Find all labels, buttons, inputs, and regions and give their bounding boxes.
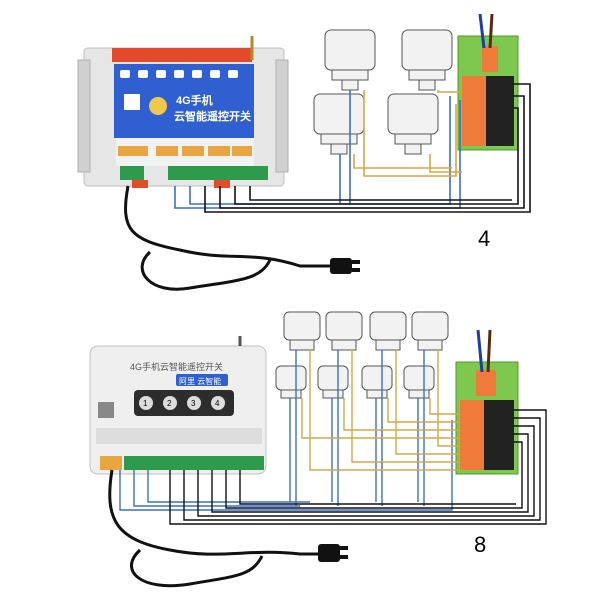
bottom-count-label: 8: [474, 532, 486, 557]
brand-badge-bg: [176, 374, 228, 386]
pressure-switch: [403, 365, 435, 399]
bottom-terminal-block: [455, 329, 519, 475]
pressure-switch: [387, 93, 439, 155]
pressure-switch: [275, 365, 307, 399]
button-3-label: 3: [191, 399, 196, 408]
robot-icon: [149, 97, 167, 115]
bottom-power-plug: [318, 544, 348, 562]
pressure-switch: [283, 311, 321, 351]
top-wires-yellow: [353, 90, 462, 177]
button-1-label: 1: [143, 399, 148, 408]
qr-code: [98, 402, 114, 418]
bottom-wires-black: [169, 409, 547, 525]
bottom-wires-yellow: [301, 350, 460, 471]
device-buttons: 1 2 3 4: [139, 396, 225, 410]
top-terminal-block: [457, 13, 519, 151]
bottom-controller: 4G手机云智能遥控开关 阿里 云智能 1 2 3 4: [89, 336, 267, 475]
top-power-cord: [124, 185, 330, 291]
brand-badge: 阿里 云智能: [179, 376, 221, 386]
top-pressure-switches: [313, 29, 453, 155]
pressure-switch: [369, 311, 407, 351]
device-brand-line: 4G手机: [176, 93, 213, 107]
top-panel: 4G手机 云智能遥控开关: [77, 13, 531, 291]
device-title-line: 云智能遥控开关: [174, 109, 251, 123]
top-controller: 4G手机 云智能遥控开关: [77, 36, 289, 188]
top-wires-black: [204, 83, 531, 213]
device-buttons: [120, 70, 238, 78]
top-count-label: 4: [478, 226, 490, 251]
pressure-switch: [401, 29, 453, 91]
top-power-plug: [330, 258, 360, 274]
pressure-switch: [324, 29, 376, 91]
bottom-power-cord: [108, 469, 318, 588]
button-4-label: 4: [215, 399, 220, 408]
bottom-wires-blue: [119, 350, 453, 511]
device-title-line: 4G手机云智能遥控开关: [130, 361, 223, 372]
button-2-label: 2: [167, 399, 172, 408]
qr-code: [124, 94, 140, 110]
pressure-switch: [325, 311, 363, 351]
pressure-switch: [361, 365, 393, 399]
bottom-panel: 4G手机云智能遥控开关 阿里 云智能 1 2 3 4: [89, 311, 547, 588]
pressure-switch: [411, 311, 449, 351]
pressure-switch: [313, 93, 365, 155]
bottom-pressure-switches: [275, 311, 449, 399]
pressure-switch: [317, 365, 349, 399]
